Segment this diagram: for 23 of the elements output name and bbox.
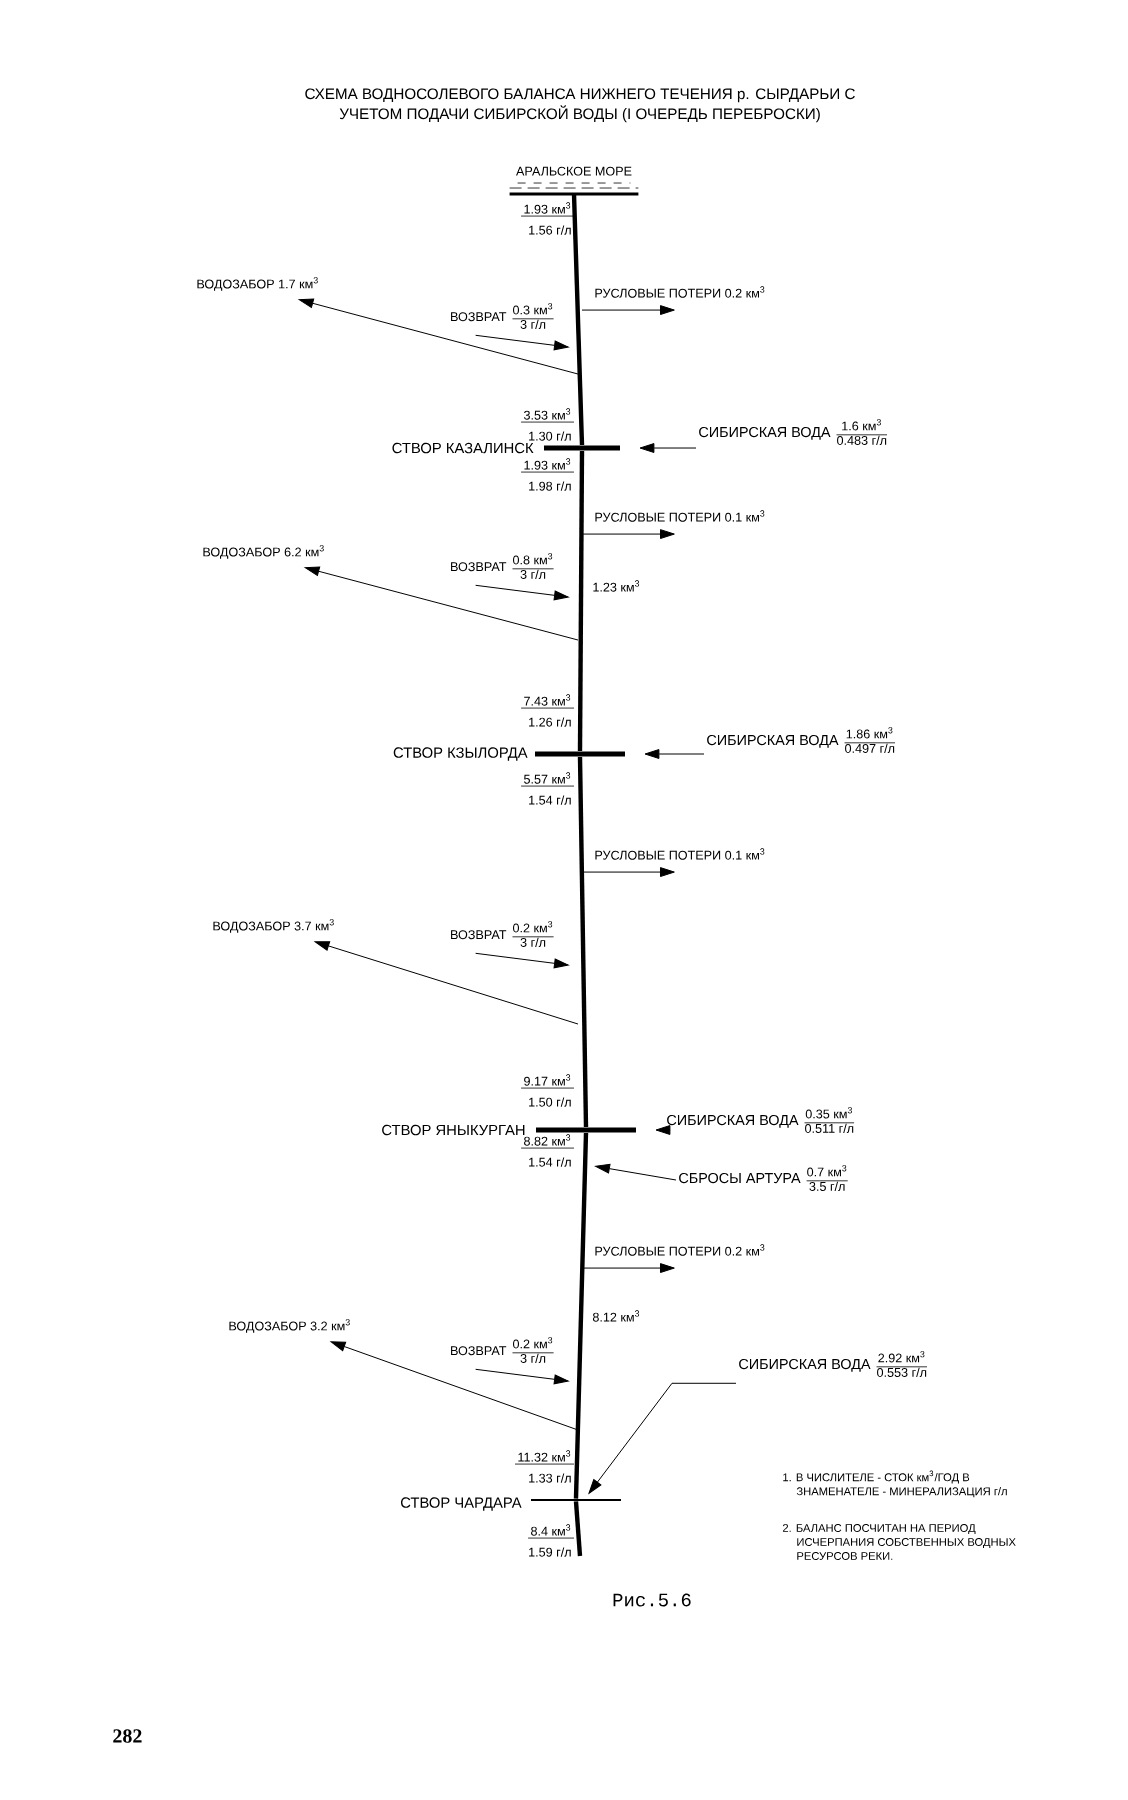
arrow (655, 1125, 671, 1135)
river-segment (571, 193, 585, 446)
page-number: 282 (113, 1729, 142, 1743)
river-segment (577, 757, 589, 1128)
caption: Рис.5.6 (613, 1593, 691, 1607)
arrow (644, 749, 705, 759)
arrow (475, 334, 569, 351)
arrow (588, 1382, 737, 1494)
arrow (581, 305, 675, 316)
arrow (304, 566, 579, 641)
arrow (475, 952, 569, 969)
arrow (314, 941, 579, 1025)
arrow (581, 867, 675, 877)
river-segment (577, 451, 585, 752)
arrow (581, 529, 675, 540)
arrow (595, 1163, 677, 1181)
arrow (330, 1341, 579, 1431)
arrow (639, 443, 697, 453)
arrow (475, 1368, 569, 1385)
arrow (581, 1263, 675, 1273)
river-segment (573, 1132, 589, 1499)
arrow (298, 298, 579, 375)
arrow (475, 584, 569, 601)
